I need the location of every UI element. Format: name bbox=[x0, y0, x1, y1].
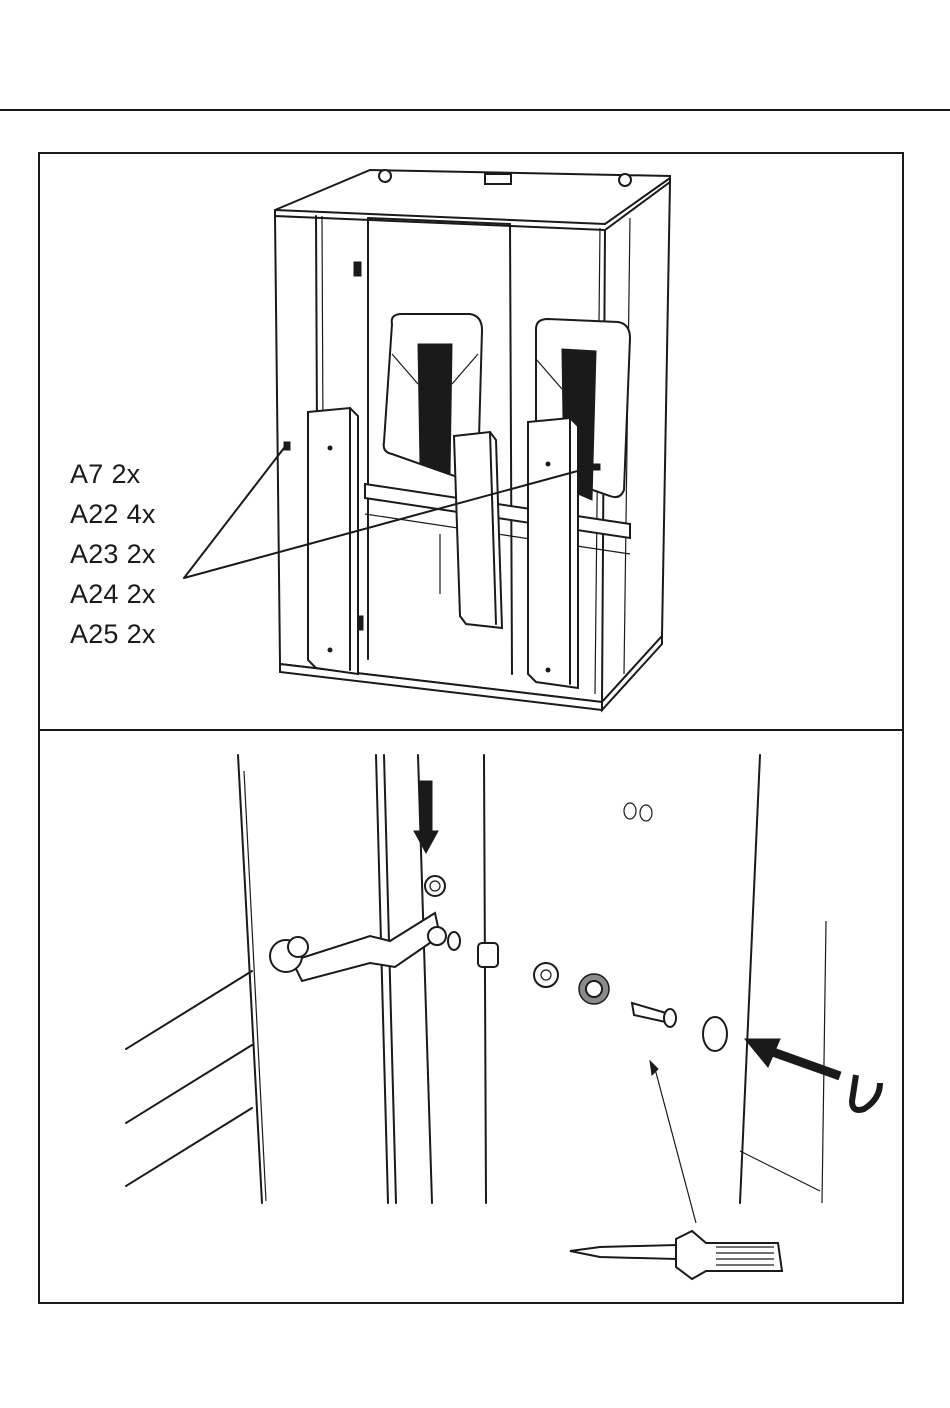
cabinet-illustration bbox=[40, 154, 902, 729]
arrow-down-icon bbox=[414, 781, 438, 853]
rotate-arrow-icon bbox=[852, 1075, 880, 1110]
screwdriver-icon bbox=[570, 1231, 782, 1279]
top-rule bbox=[0, 109, 950, 111]
hinge-illustration bbox=[40, 731, 902, 1302]
hinge-detail-panel bbox=[40, 731, 902, 1302]
arrow-left-icon bbox=[745, 1039, 840, 1076]
leader-line-left bbox=[184, 448, 284, 578]
